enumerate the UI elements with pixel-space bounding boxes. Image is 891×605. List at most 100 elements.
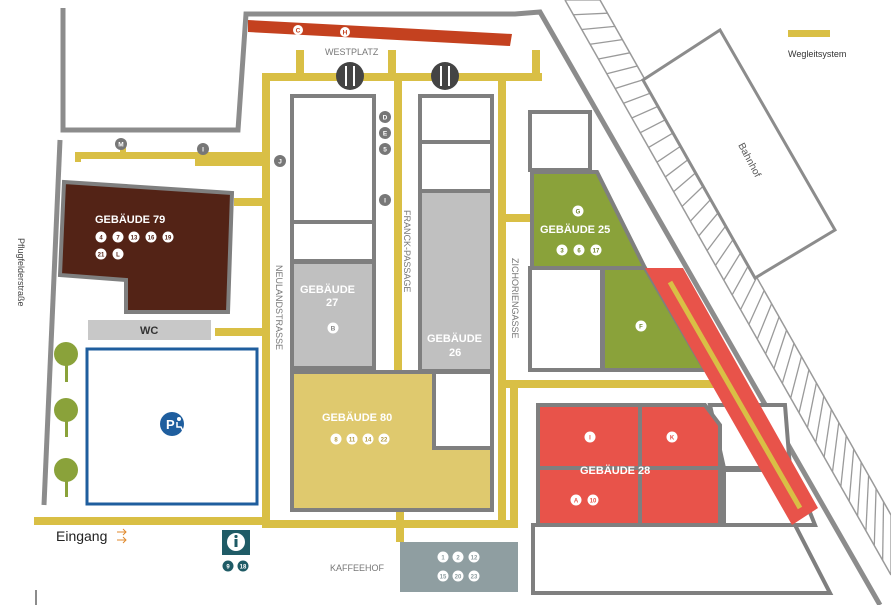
franck-passage-label: FRANCK-PASSAGE — [402, 210, 412, 292]
b25-markers-circle — [590, 244, 602, 256]
gebaeude-27-marker — [327, 322, 339, 334]
b80-markers-circle — [346, 433, 358, 445]
b25-markers-text: G — [576, 209, 581, 215]
kaffee-markers-circle — [452, 570, 464, 582]
kaffee-markers-circle — [468, 570, 480, 582]
b79-markers-text: 21 — [98, 252, 105, 258]
marker-m — [115, 138, 127, 150]
kaffee-markers-circle — [452, 551, 464, 563]
rail-tie — [748, 290, 765, 325]
accessible-parking-icon: P — [160, 412, 184, 436]
rail-tie — [681, 184, 705, 207]
b79-markers-circle — [128, 231, 140, 243]
gebaeude-26-label-line1: GEBÄUDE — [427, 332, 482, 345]
rail-tie — [840, 435, 847, 487]
rail-tie — [714, 237, 735, 266]
gebaeude-28-markers: I K A 10 — [570, 431, 678, 506]
rail-tie — [823, 409, 832, 458]
b79-markers-circle — [112, 231, 124, 243]
b79-markers-circle — [162, 231, 174, 243]
b79-markers-text: 4 — [99, 235, 103, 241]
b28-markers-circle — [584, 431, 596, 443]
west-boundary — [41, 139, 63, 506]
rail-tie — [731, 263, 750, 296]
rail-tie — [648, 131, 675, 148]
rail-tie — [773, 329, 788, 369]
legend-label: Wegleitsystem — [788, 49, 846, 59]
marker-e — [379, 127, 391, 139]
neulandstrasse-label: NEULANDSTRASSE — [274, 265, 284, 350]
rail-tie — [673, 171, 698, 193]
marker-m-label: M — [118, 142, 123, 149]
b80-markers-text: 8 — [334, 437, 338, 443]
arrow-right-icon — [117, 528, 127, 544]
svg-text:P: P — [166, 417, 175, 432]
b79-markers-text: 19 — [165, 235, 172, 241]
b25-markers-circle — [572, 205, 584, 217]
marker-j-label: J — [278, 159, 282, 166]
info-markers-circle — [237, 560, 249, 572]
rail-tie — [573, 12, 608, 16]
b80-markers-circle — [362, 433, 374, 445]
entrance-label: Eingang — [56, 528, 107, 544]
marker-d — [379, 111, 391, 123]
rail-tie — [806, 382, 818, 428]
rail-tie — [589, 38, 623, 45]
rail-tie — [790, 356, 803, 399]
marker-i-label: I — [202, 147, 204, 154]
rail-tie — [664, 157, 690, 178]
zichoriengasse-label: ZICHORIENGASSE — [510, 258, 520, 339]
b79-markers-circle — [112, 248, 124, 260]
info-markers-circle — [222, 560, 234, 572]
wc-label: WC — [140, 325, 158, 337]
rail-tie — [606, 65, 638, 75]
b25-markers-text: 3 — [560, 248, 564, 254]
b25-markers-circle — [573, 244, 585, 256]
b25-markers-circle — [635, 320, 647, 332]
b79-markers-text: 7 — [116, 235, 120, 241]
b28-markers-circle — [570, 494, 582, 506]
b80-markers-circle — [378, 433, 390, 445]
marker-i2 — [379, 194, 391, 206]
marker-h — [340, 27, 350, 37]
b28-markers-circle — [587, 494, 599, 506]
rail-tie — [706, 224, 728, 252]
bahnhof-building — [640, 27, 838, 281]
rail-tie — [865, 475, 870, 531]
kaffee-markers-text: 1 — [441, 555, 445, 561]
site-boundary — [60, 8, 883, 605]
marker-i — [197, 143, 209, 155]
b80-markers-text: 14 — [365, 437, 372, 443]
rail-tie — [881, 501, 885, 561]
rail-tie — [848, 448, 855, 502]
rail-tie — [698, 210, 720, 237]
rail-tie — [656, 144, 683, 163]
b25-markers-text: F — [639, 324, 643, 330]
info-icon — [227, 533, 245, 551]
b79-markers-circle — [95, 231, 107, 243]
kaffeehof-label: KAFFEEHOF — [330, 563, 385, 573]
marker-5 — [379, 143, 391, 155]
pfluegerfelder-label: Pflugfelderstraße — [16, 238, 26, 307]
b25-markers-text: 17 — [593, 248, 600, 254]
b28-markers-text: 10 — [590, 498, 597, 504]
rail-tie — [815, 396, 825, 443]
b79-markers-text: 13 — [131, 235, 138, 241]
b28-markers-text: I — [589, 435, 591, 441]
kaffee-markers-circle — [437, 570, 449, 582]
gebaeude-80-markers: 8 11 14 22 — [330, 433, 390, 445]
rail-tie — [614, 78, 645, 90]
b28-markers-text: A — [574, 498, 579, 504]
b28-markers-text: K — [670, 435, 675, 441]
b80-markers-text: 11 — [349, 437, 356, 443]
b80-markers-text: 22 — [381, 437, 388, 443]
marker-5-label: 5 — [383, 147, 387, 154]
wayfinding-paths — [34, 50, 723, 542]
trees — [54, 342, 78, 497]
marker-h-label: H — [343, 30, 348, 37]
gebaeude-27 — [290, 260, 376, 370]
